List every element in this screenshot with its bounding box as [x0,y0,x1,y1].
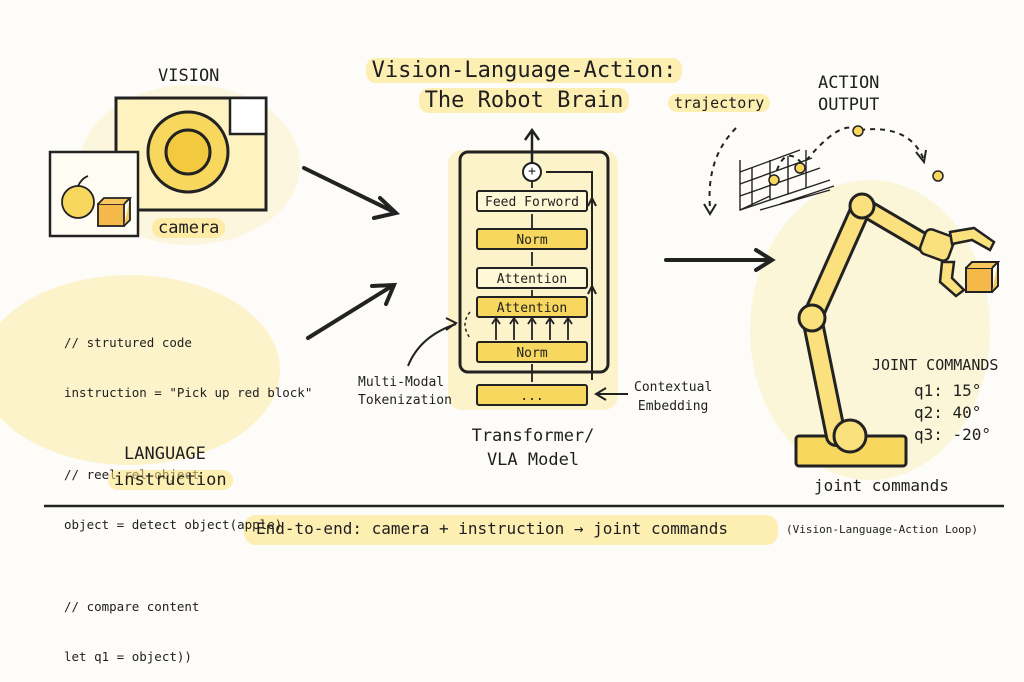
code-line: instruction = "Pick up red block" [64,384,313,400]
code-line: // strutured code [64,335,192,350]
attention-block-top: Attention [476,267,588,289]
norm-block-bottom: Norm [476,341,588,363]
language-heading: LANGUAGE [124,444,206,464]
vision-heading: VISION [158,66,220,86]
add-node-label: + [528,164,536,179]
trajectory-label: trajectory [668,94,771,112]
joint-value: q3: -20° [914,425,992,444]
vision-arrow [302,166,401,220]
bottom-caption: End-to-end: camera + instruction → joint… [256,519,729,538]
code-line: // compare content [64,599,200,614]
title-line-2: The Robot Brain [418,88,630,113]
attention-block-bottom: Attention [476,296,588,318]
bottom-wash [244,515,778,545]
diagram-title: Vision-Language-Action: The Robot Brain [364,56,684,116]
title-line-1: Vision-Language-Action: [365,58,683,83]
output-up-arrow [523,127,541,163]
transformer-box [458,150,610,374]
code-line: object = detect object(apple) [64,516,283,532]
trajectory-grid-icon [739,149,835,211]
language-arrow [306,282,398,340]
action-output-heading: ACTION OUTPUT [818,73,880,115]
robot-arm-icon [794,192,1001,468]
joint-commands-footer: joint commands [814,476,949,495]
joint-commands-title: JOINT COMMANDS [872,356,999,374]
token-arrows [491,182,573,382]
camera-label: camera [152,218,226,238]
norm-block-top: Norm [476,228,588,250]
gripped-block-icon [965,261,1001,293]
trajectory-points [768,125,944,186]
output-arrow [664,248,776,272]
joint-values-list: q1: 15° q2: 40° q3: -20° [914,380,991,446]
language-wash [0,275,280,465]
language-subheading: instruction [108,470,233,490]
camera-icon [114,96,268,212]
apple-block-photo-icon [48,150,140,238]
joint-value: q1: 15° [914,381,982,400]
joint-value: q2: 40° [914,403,982,422]
transformer-model-label: Transformer/ VLA Model [471,426,595,470]
feed-forward-block: Feed Forword [476,190,588,212]
contextual-embedding-label: Contextual Embedding [634,380,713,414]
token-input-block: ... [476,384,588,406]
code-line: let q1 = object)) [64,648,192,664]
multimodal-tokenization-label: Multi-Modal Tokenization [358,375,452,408]
residual-line [546,171,593,380]
language-code-block: // strutured code instruction = "Pick up… [64,302,312,682]
bottom-caption-aside: (Vision-Language-Action Loop) [786,523,979,536]
